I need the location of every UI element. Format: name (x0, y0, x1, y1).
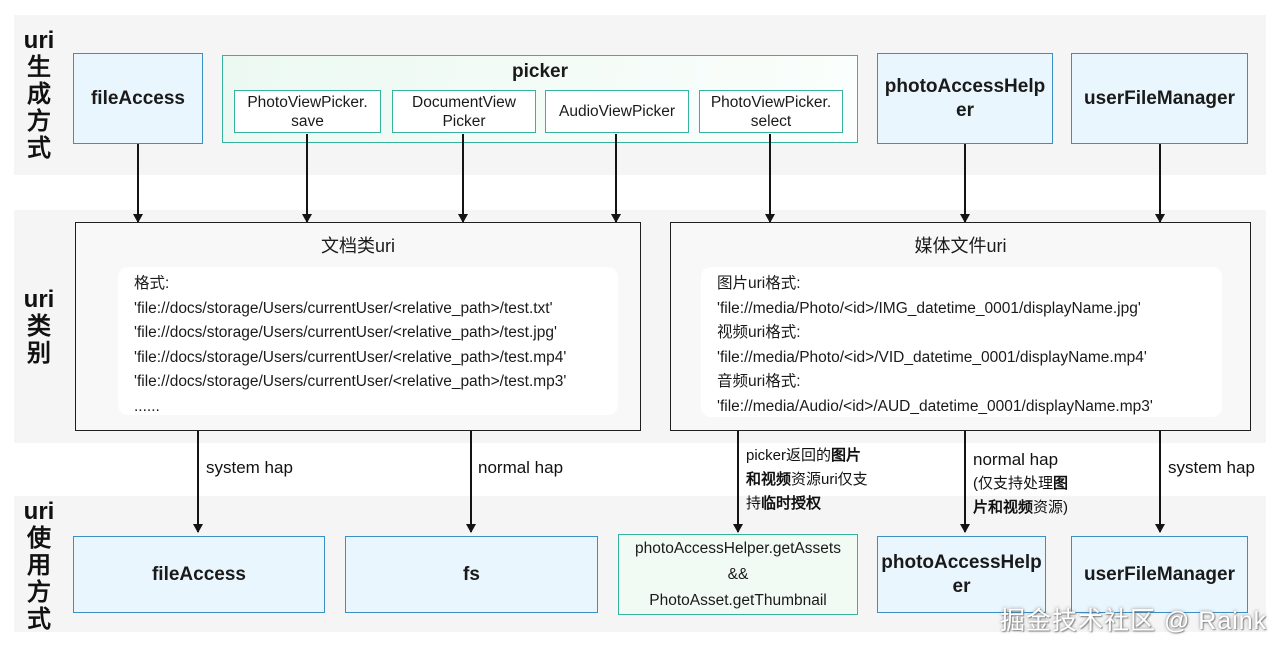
media-uri-line: 视频uri格式: (717, 324, 801, 341)
arrow-documentpicker-to-docuri (458, 134, 468, 223)
arrow-mediauri-to-getassets (733, 431, 743, 533)
doc-uri-line: 'file://docs/storage/Users/currentUser/<… (134, 373, 567, 390)
media-uri-format-panel: 图片uri格式: 'file://media/Photo/<id>/IMG_da… (701, 267, 1222, 417)
media-uri-line: 'file://media/Photo/<id>/IMG_datetime_00… (717, 299, 1141, 317)
doc-uri-line: 'file://docs/storage/Users/currentUser/<… (134, 299, 553, 317)
doc-uri-line: ...... (134, 397, 160, 415)
edge-label-system-hap-right: system hap (1168, 458, 1255, 477)
media-uri-line: 'file://media/Photo/<id>/VID_datetime_00… (717, 348, 1147, 366)
picker-item-documentviewpicker: DocumentView Picker (392, 90, 536, 133)
picker-item-audioviewpicker: AudioViewPicker (545, 90, 689, 133)
normal-hap-media-seg: 资源) (1033, 499, 1069, 516)
box-userfilemanager-bottom: userFileManager (1071, 536, 1248, 613)
normal-hap-media-head: normal hap (973, 450, 1059, 469)
arrow-audiopicker-to-docuri (611, 134, 621, 223)
arrow-photosave-to-docuri (302, 134, 312, 223)
side-label-uri-category: uri 类 别 (23, 286, 55, 367)
picker-return-seg-bold: 临时授权 (761, 495, 822, 512)
box-fileaccess-bottom: fileAccess (73, 536, 325, 613)
picker-item-photoviewpicker-select: PhotoViewPicker. select (699, 90, 843, 133)
doc-uri-line: 'file://docs/storage/Users/currentUser/<… (134, 348, 567, 366)
box-userfilemanager-top: userFileManager (1071, 53, 1248, 144)
doc-uri-line: 'file://docs/storage/Users/currentUser/<… (134, 324, 557, 341)
picker-return-seg-bold: 图片和视频 (746, 447, 862, 488)
arrow-mediauri-to-photoaccesshelper (960, 431, 970, 533)
picker-item-photoviewpicker-save: PhotoViewPicker. save (234, 90, 381, 133)
side-label-uri-generation: uri 生 成 方 式 (23, 27, 55, 162)
picker-group: picker PhotoViewPicker. save DocumentVie… (222, 55, 858, 143)
arrow-photoselect-to-mediauri (765, 134, 775, 223)
arrow-docuri-to-fs (466, 431, 476, 533)
box-photoaccesshelper-getassets: photoAccessHelper.getAssets && PhotoAsse… (618, 534, 858, 615)
box-photoaccesshelper-top: photoAccessHelp er (877, 53, 1053, 144)
normal-hap-media-seg: (仅支持处理 (973, 475, 1053, 492)
picker-return-seg: picker返回的 (746, 447, 832, 464)
edge-label-normal-hap-media: normal hap (仅支持处理图片和视频资源) (973, 447, 1079, 520)
arrow-userfilemanager-to-mediauri (1155, 144, 1165, 223)
media-uri-title: 媒体文件uri (914, 236, 1007, 256)
watermark: 掘金技术社区 @ Raink (1000, 607, 1268, 635)
normal-hap-media-seg-bold: 图片和视频 (973, 475, 1069, 516)
arrow-fileaccess-to-docuri (133, 144, 143, 223)
box-media-uri: 媒体文件uri 图片uri格式: 'file://media/Photo/<id… (670, 222, 1251, 431)
media-uri-line: 音频uri格式: (717, 373, 801, 390)
box-doc-uri: 文档类uri 格式: 'file://docs/storage/Users/cu… (75, 222, 641, 431)
media-uri-line: 图片uri格式: (717, 275, 801, 292)
picker-group-title: picker (512, 61, 568, 82)
edge-label-system-hap-left: system hap (206, 458, 293, 477)
edge-label-normal-hap-left: normal hap (478, 458, 564, 477)
edge-label-picker-return: picker返回的图片和视频资源uri仅支持临时授权 (746, 444, 872, 516)
box-fs-bottom: fs (345, 536, 598, 613)
doc-uri-format-panel: 格式: 'file://docs/storage/Users/currentUs… (118, 267, 618, 415)
media-uri-line: 'file://media/Audio/<id>/AUD_datetime_00… (717, 397, 1153, 415)
side-label-uri-usage: uri 使 用 方 式 (23, 498, 55, 633)
box-photoaccesshelper-bottom: photoAccessHelp er (877, 536, 1046, 613)
doc-uri-title: 文档类uri (320, 236, 395, 256)
arrow-mediauri-to-userfilemanager (1155, 431, 1165, 533)
picker-return-seg: 资源uri仅支持 (746, 471, 868, 512)
arrow-photoaccesshelper-to-mediauri (960, 144, 970, 223)
arrow-docuri-to-fileaccess (193, 431, 203, 533)
box-fileaccess-top: fileAccess (73, 53, 203, 144)
doc-uri-line: 格式: (134, 275, 170, 292)
normal-hap-media-note: (仅支持处理图片和视频资源) (973, 472, 1079, 520)
